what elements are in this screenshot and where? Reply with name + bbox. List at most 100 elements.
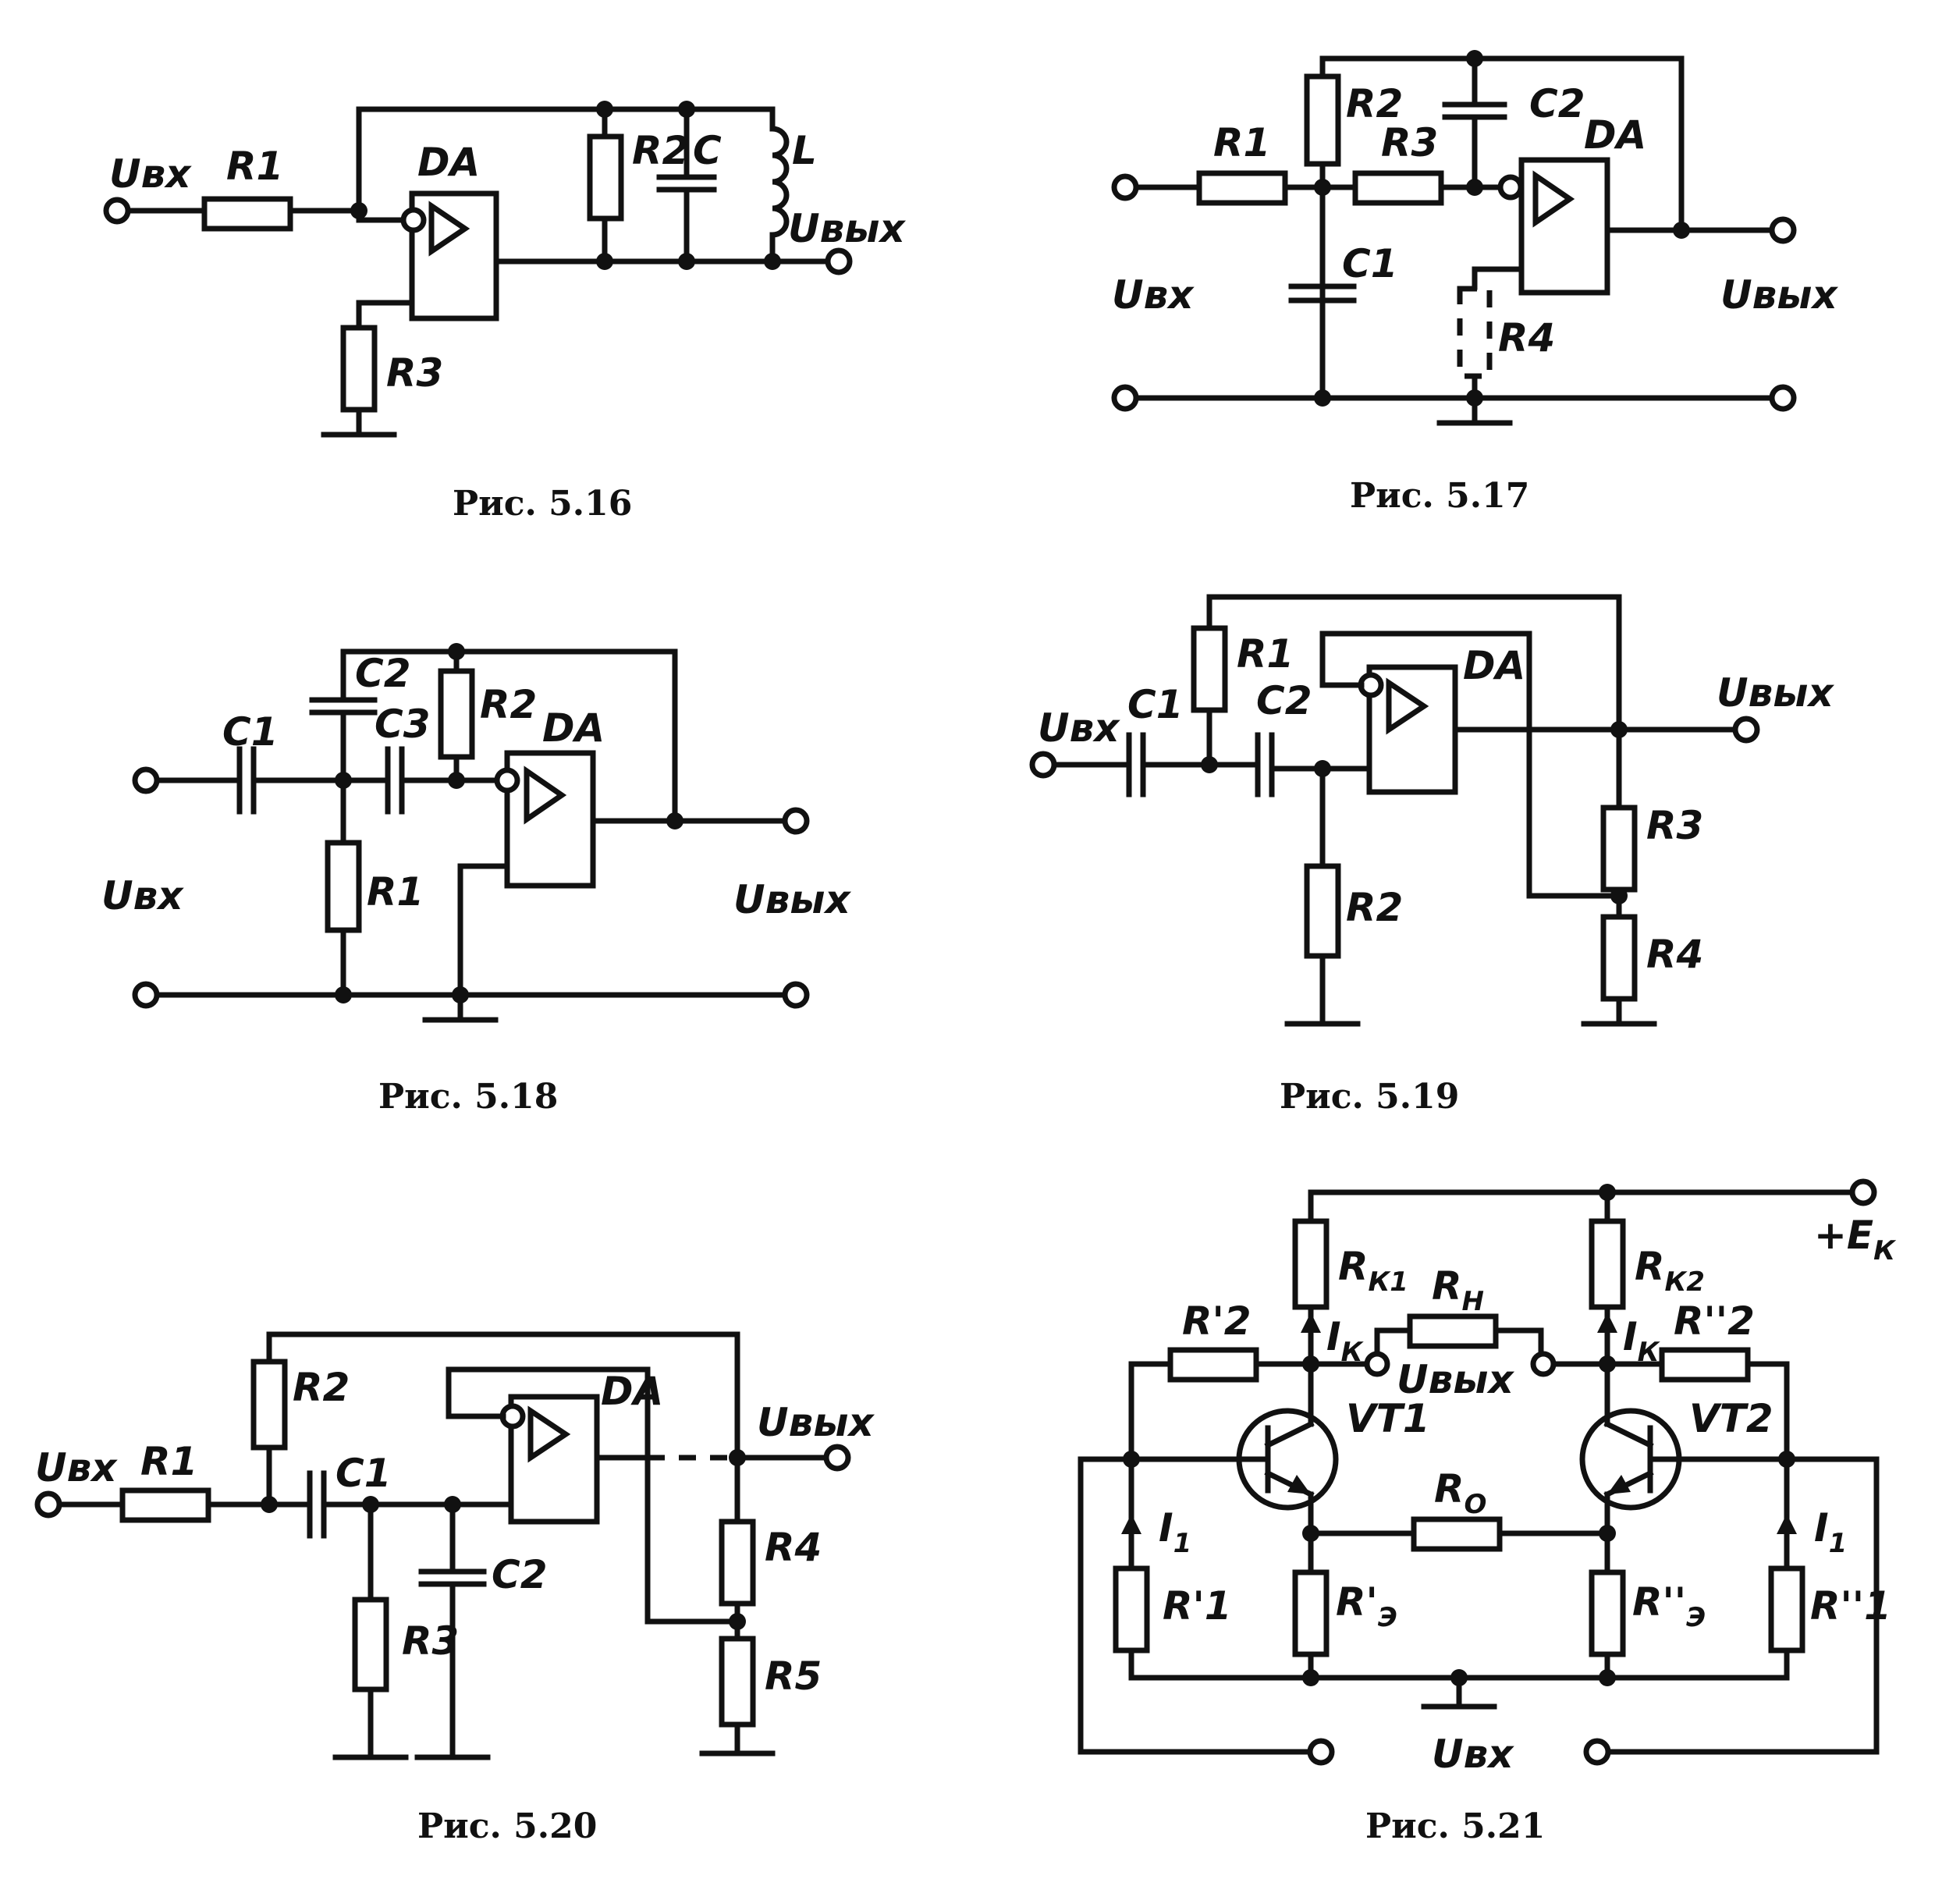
amplifier-triangle-icon bbox=[428, 201, 470, 257]
da-label: DA bbox=[601, 1369, 663, 1414]
r2-label: R2 bbox=[480, 682, 537, 727]
uout-label: Uвых bbox=[733, 877, 851, 922]
rn-subscript: Н bbox=[1462, 1286, 1484, 1317]
caption-5-19: Рис. 5.19 bbox=[1280, 1077, 1459, 1117]
resistor-r4 bbox=[719, 1519, 756, 1607]
re-double-prime-subscript: Э bbox=[1686, 1602, 1706, 1633]
uin-label: Uвх bbox=[35, 1445, 118, 1490]
resistor-r2-double-prime bbox=[1659, 1347, 1751, 1383]
inverting-input-marker bbox=[494, 767, 520, 794]
amplifier-triangle-icon bbox=[1386, 677, 1429, 735]
input-terminal-bottom bbox=[132, 981, 160, 1009]
r3-label: R3 bbox=[386, 350, 443, 396]
input-terminal bbox=[1029, 751, 1057, 779]
c2-label: C2 bbox=[1529, 81, 1585, 126]
uout-label: Uвых bbox=[757, 1400, 875, 1445]
r4-label: R4 bbox=[1498, 315, 1555, 361]
r4-label: R4 bbox=[765, 1525, 822, 1570]
c1-label: C1 bbox=[222, 709, 278, 755]
op-amp-da bbox=[504, 750, 596, 889]
caption-5-17: Рис. 5.17 bbox=[1350, 476, 1529, 516]
i1-right-label: I bbox=[1814, 1505, 1829, 1551]
vt2-label: VT2 bbox=[1689, 1396, 1773, 1441]
r1-prime-label: R'1 bbox=[1163, 1583, 1232, 1629]
output-terminal bbox=[1732, 716, 1760, 744]
output-terminal bbox=[823, 1444, 851, 1472]
amplifier-triangle-icon bbox=[1532, 170, 1575, 228]
re-prime-subscript: Э bbox=[1378, 1602, 1397, 1633]
resistor-re-prime bbox=[1292, 1569, 1330, 1657]
resistor-r4 bbox=[1600, 914, 1638, 1002]
uin-label: Uвх bbox=[1432, 1732, 1514, 1777]
uin-label: Uвх bbox=[109, 151, 192, 197]
svg-text:RК2: RК2 bbox=[1635, 1244, 1705, 1298]
resistor-r2 bbox=[250, 1359, 288, 1451]
resistor-r3 bbox=[1352, 170, 1444, 206]
r1-label: R1 bbox=[1213, 120, 1270, 165]
input-terminal-bottom bbox=[1111, 384, 1139, 412]
resistor-rk2 bbox=[1589, 1218, 1626, 1310]
resistor-r2-prime bbox=[1167, 1347, 1259, 1383]
inverting-input-marker bbox=[400, 207, 427, 233]
figure-5-20: Uвх R1 R2 C1 DA Uвых C2 R3 R4 R5 Рис. 5.… bbox=[34, 1331, 875, 1846]
i1-right-subscript: 1 bbox=[1829, 1528, 1848, 1559]
c1-label: C1 bbox=[336, 1451, 391, 1496]
ik1-subscript: К bbox=[1341, 1337, 1365, 1368]
r2-label: R2 bbox=[1346, 81, 1403, 126]
arrow-i1-right-icon bbox=[1777, 1514, 1797, 1534]
input-terminal bbox=[103, 197, 131, 225]
da-label: DA bbox=[417, 140, 480, 185]
caption-5-20: Рис. 5.20 bbox=[417, 1806, 597, 1846]
vt1-label: VT1 bbox=[1346, 1396, 1430, 1441]
resistor-r3 bbox=[1600, 805, 1638, 893]
ik2-label: I bbox=[1623, 1314, 1638, 1359]
svg-text:RН: RН bbox=[1432, 1263, 1484, 1317]
resistor-r1 bbox=[1196, 170, 1288, 206]
uin-label: Uвх bbox=[1112, 272, 1195, 318]
r1-label: R1 bbox=[140, 1439, 197, 1484]
figure-5-17: R1 R2 R3 C2 DA C1 R4 Uвх Uвых Рис. 5.17 bbox=[1111, 50, 1838, 516]
resistor-r1 bbox=[201, 196, 293, 232]
c-label: C bbox=[693, 128, 722, 173]
c1-label: C1 bbox=[1342, 241, 1397, 286]
resistor-r2 bbox=[1304, 73, 1341, 167]
c2-label: C2 bbox=[355, 651, 410, 696]
figure-5-16: Uвх R1 DA R2 C L Uвых R3 Рис. 5.16 bbox=[103, 101, 906, 524]
resistor-r5 bbox=[719, 1636, 756, 1728]
r3-label: R3 bbox=[402, 1618, 459, 1664]
r1-label: R1 bbox=[367, 869, 424, 915]
c1-label: C1 bbox=[1127, 682, 1183, 727]
resistor-r1-double-prime bbox=[1768, 1565, 1805, 1654]
supply-terminal bbox=[1849, 1178, 1877, 1206]
amplifier-triangle-icon bbox=[524, 766, 567, 825]
output-terminal-bottom bbox=[1769, 384, 1797, 412]
svg-text:R''Э: R''Э bbox=[1632, 1579, 1706, 1633]
svg-text:RО: RО bbox=[1434, 1466, 1486, 1520]
l-label: L bbox=[792, 128, 817, 173]
i1-left-label: I bbox=[1159, 1505, 1173, 1551]
c2-label: C2 bbox=[1256, 678, 1312, 723]
resistor-r0 bbox=[1411, 1516, 1503, 1552]
output-terminal-top bbox=[782, 807, 810, 835]
ek-subscript: К bbox=[1873, 1235, 1897, 1266]
emitter-arrow-vt1-icon bbox=[1287, 1475, 1311, 1494]
r0-label: R bbox=[1434, 1466, 1465, 1511]
arrow-ik2-icon bbox=[1597, 1313, 1617, 1333]
r5-label: R5 bbox=[765, 1654, 822, 1699]
c3-label: C3 bbox=[375, 702, 430, 747]
uout-label: Uвых bbox=[1717, 670, 1834, 716]
svg-text:RК1: RК1 bbox=[1338, 1244, 1408, 1298]
svg-text:I1: I1 bbox=[1159, 1505, 1191, 1559]
rk1-subscript: К1 bbox=[1369, 1266, 1408, 1298]
output-terminal-bottom bbox=[782, 981, 810, 1009]
uout-label: Uвых bbox=[1720, 272, 1838, 318]
c2-label: C2 bbox=[492, 1552, 547, 1597]
caption-5-16: Рис. 5.16 bbox=[453, 484, 632, 524]
r1-label: R1 bbox=[1237, 631, 1294, 677]
uin-label: Uвх bbox=[101, 873, 184, 918]
figure-5-21: +EК RК1 RК2 RН R'2 R''2 IК IК Uвых VT1 V… bbox=[1078, 1178, 1897, 1846]
output-terminal bbox=[825, 247, 853, 275]
op-amp-da bbox=[1366, 664, 1458, 795]
